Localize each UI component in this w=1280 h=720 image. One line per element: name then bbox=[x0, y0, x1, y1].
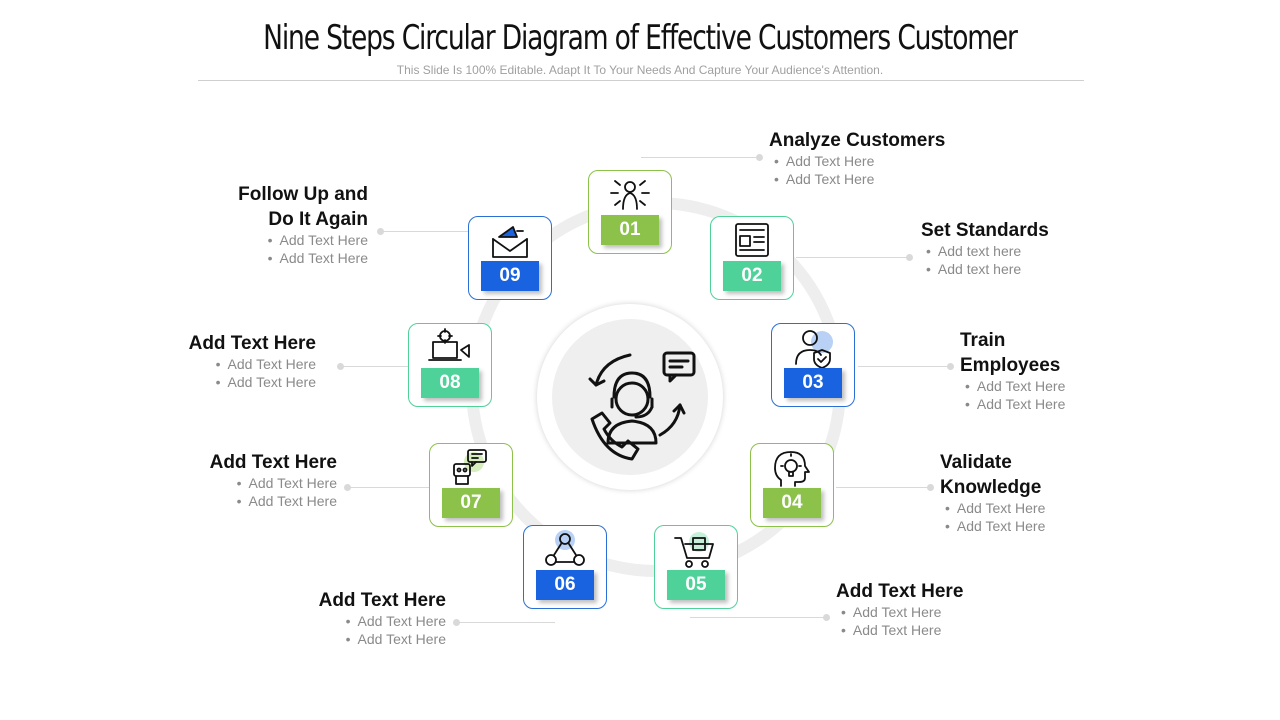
step-bullet: Add Text Here bbox=[238, 232, 368, 250]
page-subtitle: This Slide Is 100% Editable. Adapt It To… bbox=[396, 63, 884, 77]
step-number: 01 bbox=[601, 215, 659, 245]
connector-line bbox=[641, 157, 759, 158]
step-heading: Follow Up and bbox=[238, 184, 368, 205]
page-title: Nine Steps Circular Diagram of Effective… bbox=[263, 18, 1018, 58]
step-07-box: 07 bbox=[429, 443, 513, 527]
step-08-label: Add Text HereAdd Text HereAdd Text Here bbox=[189, 331, 316, 391]
step-number: 05 bbox=[667, 570, 725, 600]
connector-dot bbox=[823, 614, 830, 621]
step-heading: Do It Again bbox=[268, 209, 368, 230]
shopping-cart-icon bbox=[674, 532, 714, 568]
step-02-box: 02 bbox=[710, 216, 794, 300]
step-heading: Add Text Here bbox=[318, 590, 446, 611]
step-06-box: 06 bbox=[523, 525, 607, 609]
step-number: 03 bbox=[784, 368, 842, 398]
step-03-box: 03 bbox=[771, 323, 855, 407]
step-09-box: 09 bbox=[468, 216, 552, 300]
step-bullet: Add Text Here bbox=[189, 374, 316, 392]
connector-line bbox=[340, 366, 408, 367]
step-heading: Train bbox=[960, 330, 1006, 351]
step-05-box: 05 bbox=[654, 525, 738, 609]
step-heading: Analyze Customers bbox=[769, 130, 946, 151]
step-07-label: Add Text HereAdd Text HereAdd Text Here bbox=[210, 450, 337, 510]
step-09-label: Follow Up and Do It AgainAdd Text HereAdd… bbox=[238, 182, 368, 267]
network-people-icon bbox=[545, 530, 585, 566]
head-lightbulb-icon bbox=[774, 451, 810, 487]
step-bullet: Add Text Here bbox=[238, 250, 368, 268]
step-number: 06 bbox=[536, 570, 594, 600]
center-hub bbox=[537, 304, 723, 490]
customer-support-headset-icon bbox=[588, 351, 696, 461]
connector-dot bbox=[453, 619, 460, 626]
step-bullet: Add Text Here bbox=[210, 475, 337, 493]
connector-dot bbox=[947, 363, 954, 370]
connector-line bbox=[380, 231, 468, 232]
step-heading: Add Text Here bbox=[836, 581, 964, 602]
connector-dot bbox=[377, 228, 384, 235]
step-bullet: Add Text Here bbox=[853, 622, 963, 640]
step-bullet: Add Text Here bbox=[189, 356, 316, 374]
connector-dot bbox=[344, 484, 351, 491]
step-number: 02 bbox=[723, 261, 781, 291]
step-01-box: 01 bbox=[588, 170, 672, 254]
step-04-label: ValidateKnowledgeAdd Text HereAdd Text H… bbox=[940, 450, 1045, 535]
connector-dot bbox=[906, 254, 913, 261]
step-number: 07 bbox=[442, 488, 500, 518]
idea-person-icon bbox=[610, 180, 650, 210]
step-heading: Knowledge bbox=[940, 477, 1042, 498]
step-08-box: 08 bbox=[408, 323, 492, 407]
step-heading: Add Text Here bbox=[209, 452, 337, 473]
step-04-box: 04 bbox=[750, 443, 834, 527]
step-01-label: Analyze CustomersAdd Text HereAdd Text H… bbox=[769, 128, 945, 188]
laptop-gear-megaphone-icon bbox=[428, 328, 470, 361]
step-bullet: Add Text Here bbox=[786, 171, 945, 189]
step-bullet: Add Text Here bbox=[957, 500, 1045, 518]
connector-line bbox=[690, 617, 826, 618]
step-heading: Add Text Here bbox=[188, 333, 316, 354]
step-bullet: Add Text Here bbox=[319, 631, 446, 649]
step-bullet: Add text here bbox=[938, 261, 1049, 279]
title-divider bbox=[198, 80, 1084, 81]
step-bullet: Add Text Here bbox=[853, 604, 963, 622]
step-number: 08 bbox=[421, 368, 479, 398]
connector-line bbox=[796, 257, 909, 258]
step-bullet: Add Text Here bbox=[977, 396, 1065, 414]
connector-dot bbox=[756, 154, 763, 161]
step-number: 04 bbox=[763, 488, 821, 518]
step-bullet: Add text here bbox=[938, 243, 1049, 261]
connector-line bbox=[836, 487, 930, 488]
step-06-label: Add Text HereAdd Text HereAdd Text Here bbox=[319, 588, 446, 648]
step-heading: Set Standards bbox=[921, 220, 1049, 241]
step-02-label: Set StandardsAdd text hereAdd text here bbox=[921, 218, 1049, 278]
connector-dot bbox=[927, 484, 934, 491]
step-bullet: Add Text Here bbox=[210, 493, 337, 511]
user-shield-icon bbox=[795, 330, 833, 368]
step-heading: Validate bbox=[940, 452, 1012, 473]
connector-dot bbox=[337, 363, 344, 370]
step-bullet: Add Text Here bbox=[977, 378, 1065, 396]
newspaper-icon bbox=[735, 223, 769, 257]
chatbot-icon bbox=[453, 449, 487, 485]
mail-megaphone-icon bbox=[492, 226, 528, 258]
step-bullet: Add Text Here bbox=[786, 153, 945, 171]
step-05-label: Add Text HereAdd Text HereAdd Text Here bbox=[836, 579, 963, 639]
step-03-label: TrainEmployeesAdd Text HereAdd Text Here bbox=[960, 328, 1065, 413]
step-bullet: Add Text Here bbox=[319, 613, 446, 631]
connector-line bbox=[858, 366, 950, 367]
connector-line bbox=[456, 622, 555, 623]
connector-line bbox=[347, 487, 430, 488]
step-heading: Employees bbox=[960, 355, 1061, 376]
step-number: 09 bbox=[481, 261, 539, 291]
step-bullet: Add Text Here bbox=[957, 518, 1045, 536]
